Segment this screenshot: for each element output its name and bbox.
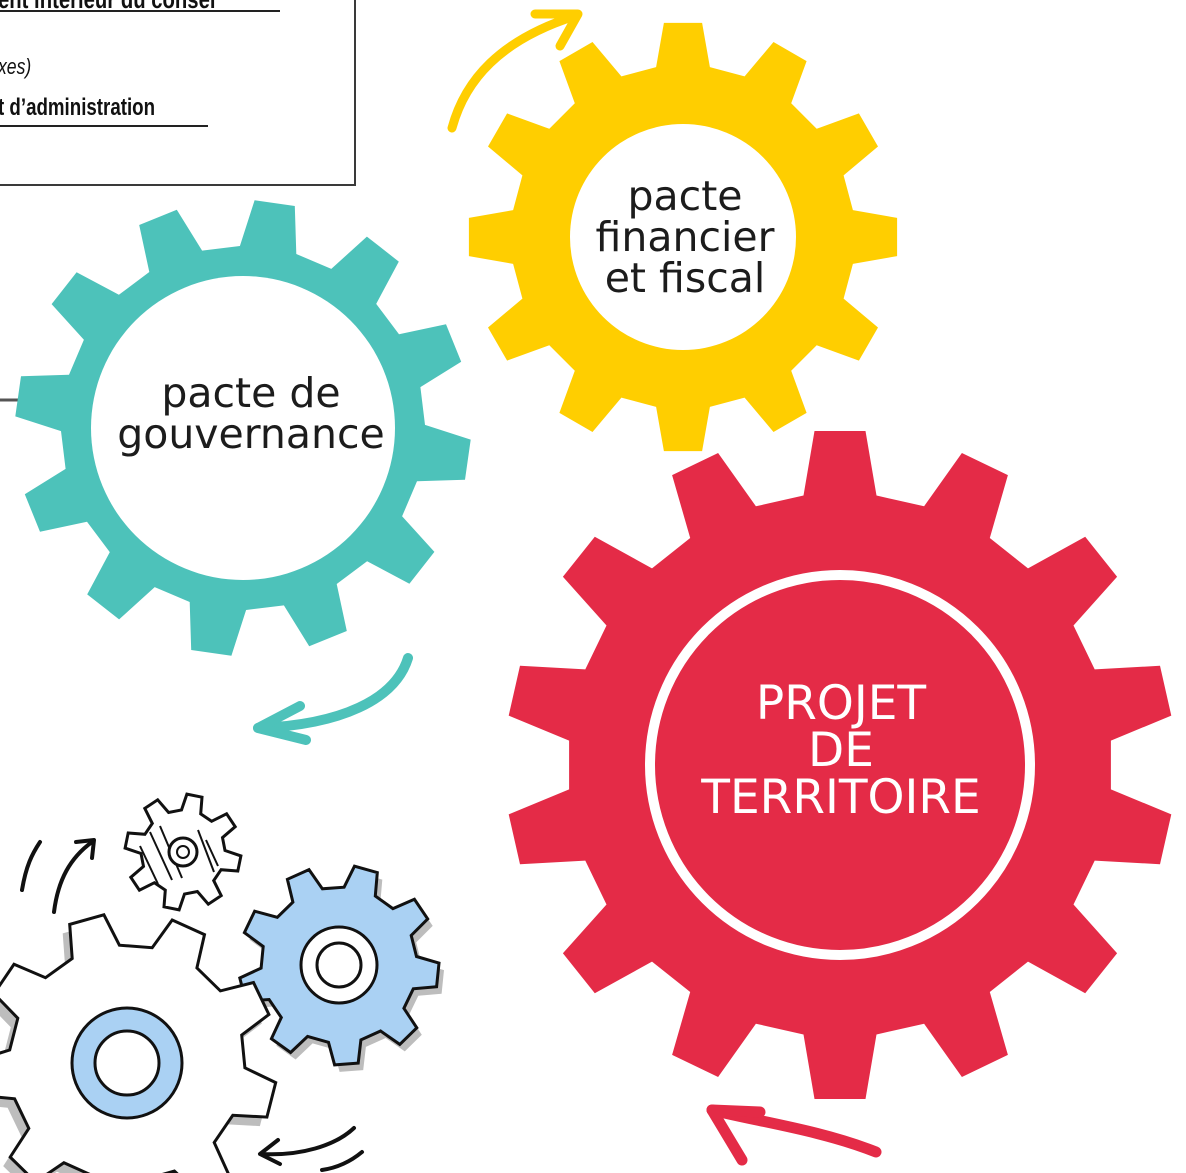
sketch-stroke-left — [20, 840, 42, 892]
gear-red — [508, 431, 1172, 1099]
gear-red-label-line-3: TERRITOIRE — [701, 770, 981, 825]
gear-red-hub-ring — [645, 570, 1035, 960]
gear-yellow-label-line-3: et fiscal — [604, 254, 766, 302]
gear-yellow-hub — [570, 124, 796, 350]
note-underline-3 — [0, 125, 208, 127]
gear-red-body — [508, 431, 1172, 1099]
gear-teal — [15, 200, 471, 656]
gear-red-label: PROJET DE TERRITOIRE — [676, 680, 1006, 821]
gear-yellow-label-line-1: pacte — [627, 172, 743, 220]
note-line-2: xes) — [0, 54, 32, 79]
gear-teal-label-line-2: gouvernance — [117, 410, 385, 458]
arrow-red-head — [706, 1104, 766, 1166]
sketch-motion-arrows — [20, 838, 364, 1172]
note-underline-1 — [0, 10, 280, 12]
gear-yellow — [468, 22, 898, 452]
sketch-blue-gear-hole — [315, 941, 363, 989]
gear-teal-hub — [91, 276, 395, 580]
sketch-arrow-up-head — [74, 838, 96, 860]
sketch-small-gear — [123, 792, 243, 912]
sketch-stroke-bottom — [320, 1150, 364, 1172]
gear-teal-label-line-1: pacte de — [161, 369, 341, 417]
gear-red-label-line-2: DE — [808, 723, 874, 778]
note-line-3: t d’administration — [0, 94, 156, 121]
gear-red-label-line-1: PROJET — [755, 676, 927, 731]
gear-yellow-label-line-2: financier — [595, 213, 775, 261]
note-line-1: ent intérieur du consei — [0, 0, 215, 15]
sketch-small-gear-hatching — [139, 825, 219, 885]
note-box: ent intérieur du consei xes) t d’adminis… — [0, 0, 356, 186]
gear-teal-label: pacte de gouvernance — [96, 373, 406, 455]
arrow-teal — [253, 653, 413, 733]
arrow-teal-head — [253, 701, 311, 745]
sketch-arrow-bottom-head — [258, 1138, 282, 1166]
sketch-arrow-bottom — [260, 1126, 356, 1157]
sketch-small-gear-hub-inner — [176, 845, 190, 859]
sketch-blue-gear — [238, 864, 444, 1072]
gear-yellow-label: pacte financier et fiscal — [580, 176, 790, 299]
sketch-white-gear-hole — [93, 1029, 161, 1097]
sketch-white-gear — [0, 913, 278, 1173]
sketch-arrow-up — [52, 840, 94, 914]
arrow-yellow — [447, 11, 580, 133]
arrow-yellow-head — [530, 9, 583, 51]
